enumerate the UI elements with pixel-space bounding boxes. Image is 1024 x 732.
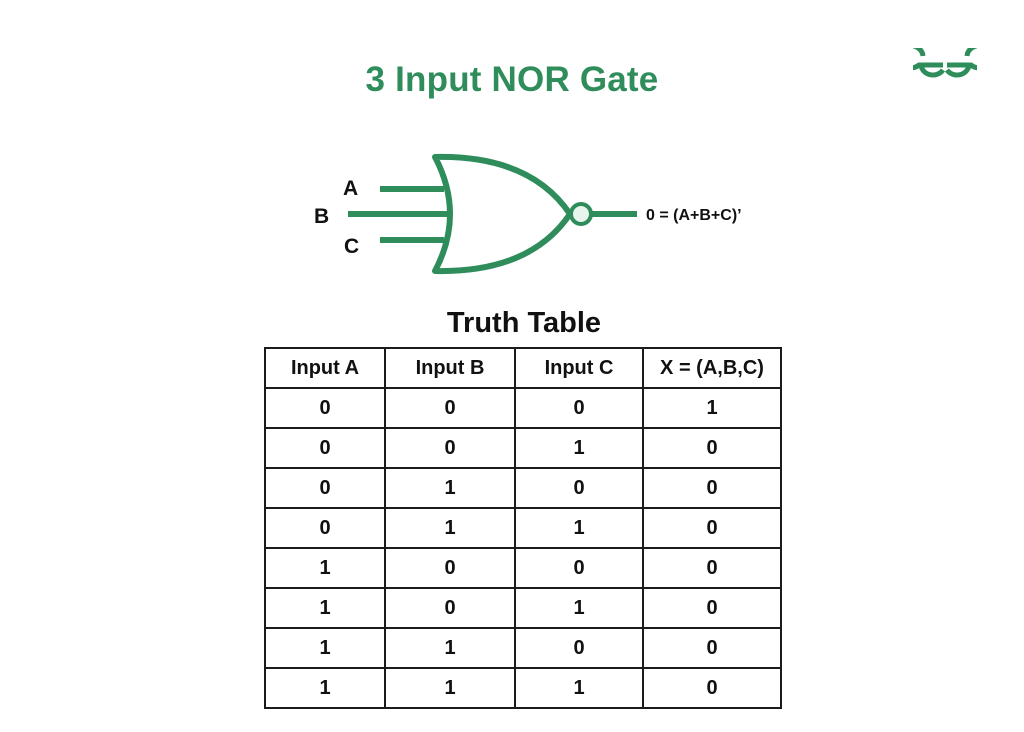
nor-gate-diagram: A B C 0 = (A+B+C)’ [314, 153, 742, 275]
cell-input-b: 1 [384, 667, 516, 709]
table-row: 1 0 1 0 [264, 587, 782, 629]
cell-input-a: 1 [264, 547, 386, 589]
cell-output-x: 0 [642, 667, 782, 709]
cell-output-x: 0 [642, 507, 782, 549]
input-label-a: A [343, 177, 358, 200]
cell-input-a: 1 [264, 627, 386, 669]
cell-input-b: 0 [384, 427, 516, 469]
cell-input-c: 0 [514, 467, 644, 509]
cell-input-a: 1 [264, 667, 386, 709]
cell-input-b: 1 [384, 467, 516, 509]
cell-input-a: 0 [264, 507, 386, 549]
cell-input-c: 0 [514, 547, 644, 589]
cell-output-x: 0 [642, 467, 782, 509]
page-title: 3 Input NOR Gate [365, 60, 659, 99]
cell-input-b: 1 [384, 627, 516, 669]
cell-output-x: 1 [642, 387, 782, 429]
truth-table-title: Truth Table [446, 307, 602, 339]
header-output-x: X = (A,B,C) [642, 347, 782, 389]
input-label-b: B [314, 205, 329, 228]
cell-input-a: 0 [264, 467, 386, 509]
header-input-a: Input A [264, 347, 386, 389]
cell-input-a: 0 [264, 427, 386, 469]
cell-input-b: 0 [384, 387, 516, 429]
header-input-c: Input C [514, 347, 644, 389]
cell-input-c: 0 [514, 627, 644, 669]
cell-input-c: 1 [514, 587, 644, 629]
geeksforgeeks-logo-icon [913, 48, 977, 78]
table-row: 0 1 1 0 [264, 507, 782, 549]
cell-output-x: 0 [642, 587, 782, 629]
cell-input-c: 0 [514, 387, 644, 429]
cell-output-x: 0 [642, 627, 782, 669]
table-row: 0 0 1 0 [264, 427, 782, 469]
cell-input-b: 1 [384, 507, 516, 549]
cell-output-x: 0 [642, 547, 782, 589]
header-input-b: Input B [384, 347, 516, 389]
cell-input-b: 0 [384, 547, 516, 589]
table-row: 0 1 0 0 [264, 467, 782, 509]
inversion-bubble [569, 202, 593, 226]
cell-input-c: 1 [514, 507, 644, 549]
cell-input-c: 1 [514, 427, 644, 469]
cell-input-a: 1 [264, 587, 386, 629]
nor-gate-body [432, 153, 573, 275]
cell-input-a: 0 [264, 387, 386, 429]
table-row: 1 1 1 0 [264, 667, 782, 709]
table-row: 1 1 0 0 [264, 627, 782, 669]
input-label-c: C [344, 235, 359, 258]
cell-input-b: 0 [384, 587, 516, 629]
cell-output-x: 0 [642, 427, 782, 469]
table-row: 0 0 0 1 [264, 387, 782, 429]
table-header-row: Input A Input B Input C X = (A,B,C) [264, 347, 782, 389]
table-row: 1 0 0 0 [264, 547, 782, 589]
cell-input-c: 1 [514, 667, 644, 709]
truth-table: Input A Input B Input C X = (A,B,C) 0 0 … [264, 347, 782, 709]
output-expression: 0 = (A+B+C)’ [646, 207, 742, 224]
